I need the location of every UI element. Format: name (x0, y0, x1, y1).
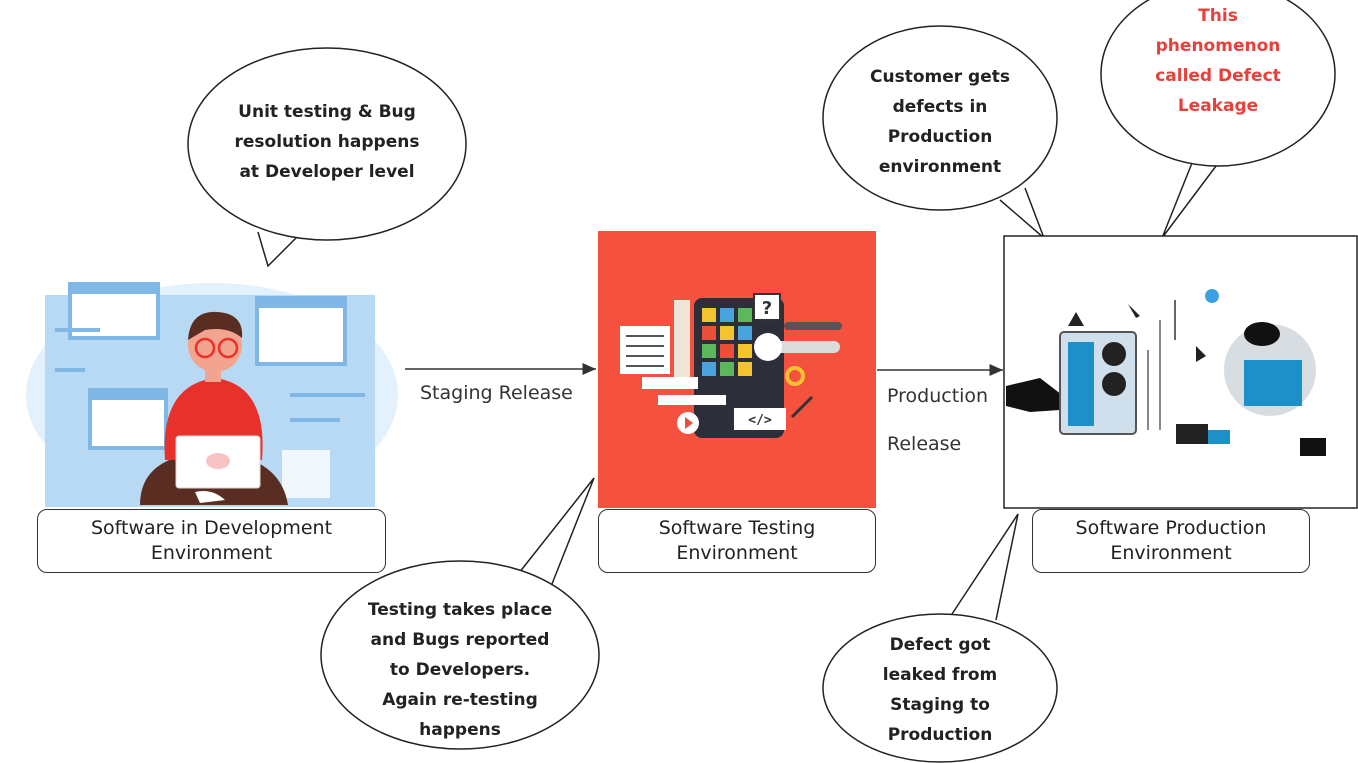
bubble-testing-takes-place (320, 477, 600, 750)
bubble-unit-testing-text: Unit testing & Bug resolution happens at… (234, 102, 420, 182)
developer-illustration (26, 282, 398, 507)
testing-illustration: ? </> (598, 231, 876, 508)
production-release-label-line2: Release (887, 433, 962, 455)
production-release-label-line1: Production (887, 385, 989, 407)
question-icon: ? (762, 298, 772, 319)
production-illustration (1003, 235, 1358, 509)
svg-text:</>: </> (748, 413, 772, 428)
testing-environment-label: Software Testing Environment (598, 509, 876, 573)
bubble-testing-takes-place-text: Testing takes place and Bugs reported to… (367, 600, 553, 740)
bubble-defect-leakage (1100, 0, 1336, 239)
bubble-defect-leakage-text: This phenomenon called Defect Leakage (1155, 6, 1281, 116)
bubble-defect-leaked (822, 513, 1058, 763)
bubble-customer-gets-defects (822, 25, 1058, 239)
bubble-unit-testing (187, 47, 467, 268)
staging-release-label: Staging Release (420, 382, 573, 404)
bubble-defect-leaked-text: Defect got leaked from Staging to Produc… (882, 635, 998, 745)
bubble-customer-gets-defects-text: Customer gets defects in Production envi… (870, 67, 1010, 177)
production-environment-label: Software Production Environment (1032, 509, 1310, 573)
development-environment-label: Software in Development Environment (37, 509, 386, 573)
